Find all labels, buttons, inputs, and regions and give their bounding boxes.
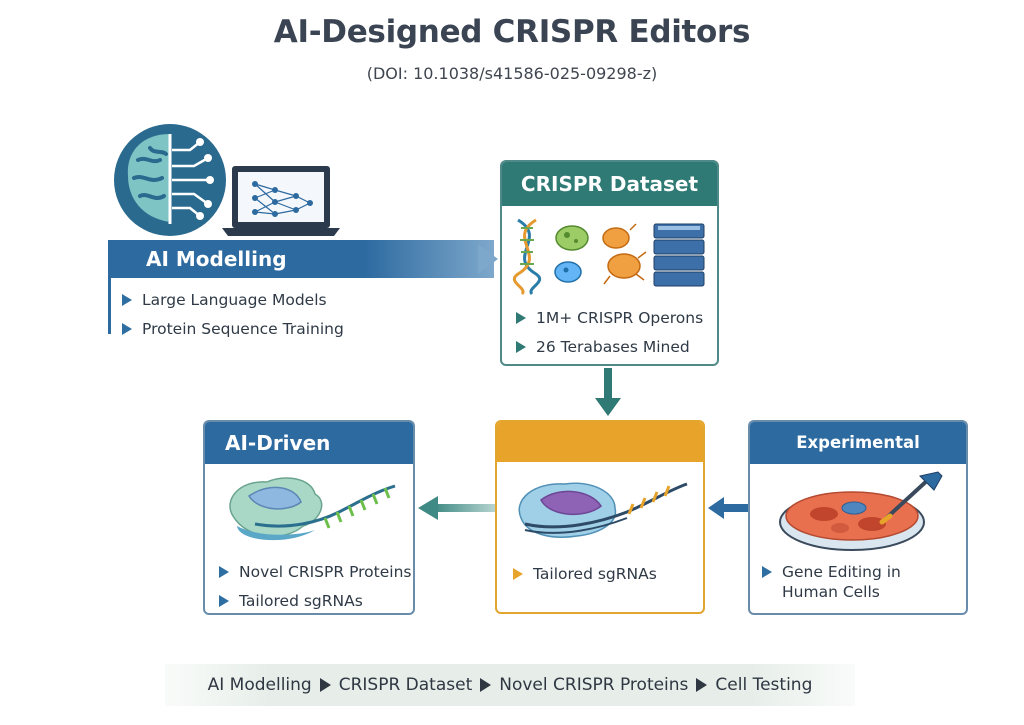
protein-icon	[229, 477, 323, 541]
list-item: 1M+ CRISPR Operons	[516, 308, 703, 328]
list-item-label: Protein Sequence Training	[142, 320, 344, 338]
arrow-left-icon	[418, 496, 496, 520]
bullet-icon	[516, 341, 526, 353]
dna-icon	[512, 218, 542, 296]
crispr-dataset-header: CRISPR Dataset	[502, 162, 717, 206]
ai-modelling-header-fade	[364, 240, 494, 278]
flow-arrow-icon	[696, 678, 708, 692]
list-item: Large Language Models	[122, 290, 344, 310]
list-item: 26 Terabases Mined	[516, 337, 703, 357]
ai-driven-design-header: AI-Driven Design	[205, 422, 413, 497]
brain-icon	[114, 124, 226, 236]
crispr-dataset-card: CRISPR Dataset 1M+ CRISPR Operons 26 T	[500, 160, 719, 366]
experimental-validation-header: Experimental Validation	[750, 422, 966, 494]
petri-dish-icon	[779, 491, 925, 551]
petri-dish-illustration	[779, 471, 943, 551]
dataset-illustration	[512, 218, 705, 296]
list-item: Novel CRISPR Proteins	[219, 562, 411, 582]
flow-step: CRISPR Dataset	[338, 675, 473, 695]
workflow-summary-bar: AI Modelling CRISPR Dataset Novel CRISPR…	[165, 664, 855, 706]
ai-brain-laptop-illustration	[114, 124, 340, 236]
ai-driven-design-list: Novel CRISPR Proteins Tailored sgRNAs	[219, 562, 411, 613]
bullet-icon	[122, 294, 132, 306]
tailored-sgrna-header	[497, 422, 703, 462]
flow-arrow-icon	[319, 678, 331, 692]
bullet-icon	[516, 312, 526, 324]
bacteria-icon	[554, 225, 589, 283]
pipette-icon	[879, 471, 943, 525]
list-item: Protein Sequence Training	[122, 319, 344, 339]
bullet-icon	[513, 568, 523, 580]
ai-modelling-header: AI Modelling	[108, 240, 364, 278]
arrow-down-icon	[595, 368, 621, 416]
tailored-sgrna-list: Tailored sgRNAs	[513, 564, 657, 593]
list-item: Tailored sgRNAs	[513, 564, 657, 584]
page-title: AI-Designed CRISPR Editors	[273, 14, 751, 50]
flow-arrow-icon	[480, 678, 492, 692]
tailored-sgrna-card: Tailored sgRNAs	[495, 420, 705, 614]
flow-step: Cell Testing	[715, 675, 813, 695]
doi-reference: (DOI: 10.1038/s41586-025-09298-z)	[366, 64, 658, 83]
ai-modelling-list: Large Language Models Protein Sequence T…	[122, 290, 344, 348]
rna-strand-icon	[524, 482, 688, 534]
list-item: Tailored sgRNAs	[219, 591, 411, 611]
arrow-left-icon	[708, 497, 748, 519]
list-item-label: Novel CRISPR Proteins	[239, 563, 412, 581]
list-item: Gene Editing in Human Cells	[762, 562, 932, 602]
list-item-label: 1M+ CRISPR Operons	[536, 309, 704, 327]
bullet-icon	[762, 566, 772, 578]
bullet-icon	[122, 323, 132, 335]
cas-sgrna-complex-illustration	[518, 482, 688, 538]
bullet-icon	[219, 595, 229, 607]
microbe-icon	[602, 223, 647, 285]
rna-strand-icon	[254, 484, 396, 529]
crispr-dataset-list: 1M+ CRISPR Operons 26 Terabases Mined	[516, 308, 703, 364]
list-item-label: Gene Editing in Human Cells	[782, 563, 901, 601]
list-item-label: 26 Terabases Mined	[536, 338, 690, 356]
list-item-label: Large Language Models	[142, 291, 327, 309]
arrow-right-icon	[478, 244, 498, 274]
ai-modelling-divider	[108, 278, 111, 334]
list-item-label: Tailored sgRNAs	[239, 592, 363, 610]
list-item-label: Tailored sgRNAs	[533, 565, 657, 583]
ai-driven-design-card: AI-Driven Design Novel CRISPR Proteins T…	[203, 420, 415, 615]
flow-step: Novel CRISPR Proteins	[499, 675, 689, 695]
experimental-validation-card: Experimental Validation Gene Editing in …	[748, 420, 968, 615]
workflow-flow: AI Modelling CRISPR Dataset Novel CRISPR…	[165, 664, 855, 706]
laptop-icon	[222, 166, 340, 236]
database-icon	[653, 223, 705, 287]
flow-step: AI Modelling	[207, 675, 312, 695]
cas-protein-illustration	[229, 477, 396, 541]
protein-icon	[518, 482, 617, 538]
experimental-validation-list: Gene Editing in Human Cells	[762, 562, 932, 611]
bullet-icon	[219, 566, 229, 578]
